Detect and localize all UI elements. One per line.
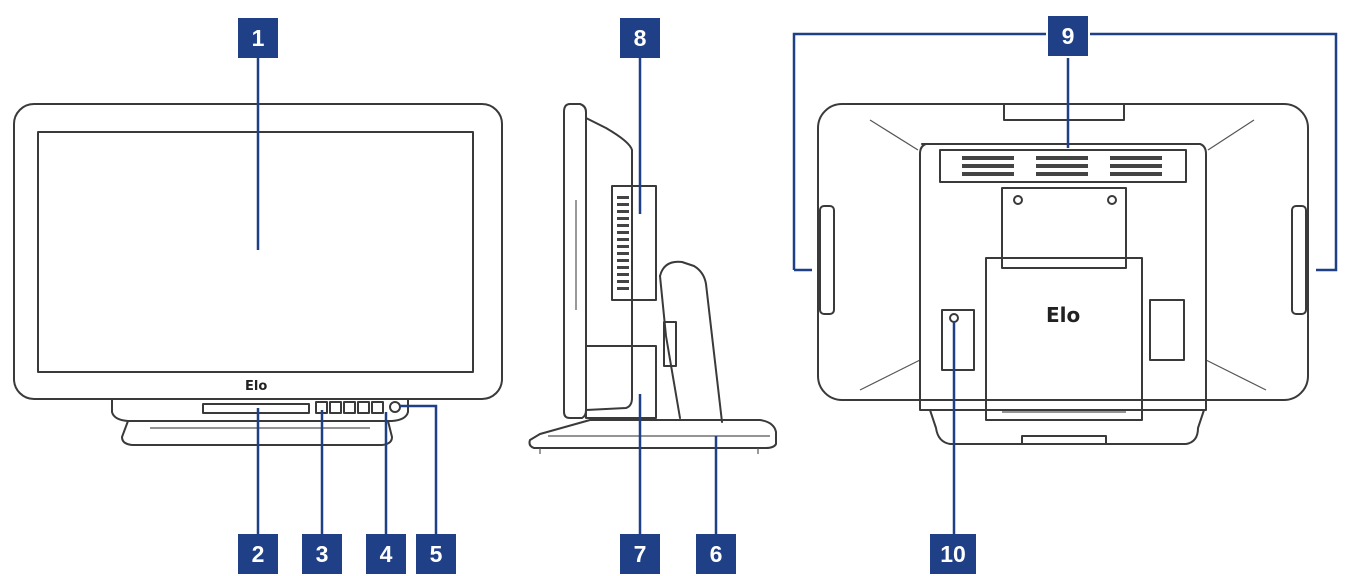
osd-button-row xyxy=(315,401,384,414)
callout-3: 3 xyxy=(302,534,342,574)
side-vent-module xyxy=(611,185,657,301)
side-vents xyxy=(617,196,629,290)
rear-port-right xyxy=(1149,299,1185,361)
callout-5: 5 xyxy=(416,534,456,574)
rear-port-left xyxy=(941,309,975,371)
leader-9-left xyxy=(792,32,1046,270)
rear-top-handle xyxy=(1003,103,1125,121)
rear-vent-strip xyxy=(939,149,1187,183)
rear-vents xyxy=(962,156,1162,176)
side-view xyxy=(528,103,777,454)
callout-9: 9 xyxy=(1048,16,1088,56)
callout-2: 2 xyxy=(238,534,278,574)
rear-base xyxy=(929,409,1205,445)
callout-8: 8 xyxy=(620,18,660,58)
power-button xyxy=(389,401,401,413)
osd-button xyxy=(329,401,342,414)
rear-central-body xyxy=(919,143,1207,411)
leader-9-right xyxy=(1090,32,1338,272)
stand-neck-front xyxy=(659,260,723,423)
callout-7: 7 xyxy=(620,534,660,574)
stand-neck-back xyxy=(659,275,681,419)
rear-view: Elo xyxy=(817,103,1309,445)
rear-grip-right xyxy=(1291,205,1307,315)
rear-stand-column xyxy=(985,257,1143,421)
front-base-top xyxy=(111,398,409,422)
osd-button xyxy=(343,401,356,414)
callout-10: 10 xyxy=(930,534,976,574)
side-base xyxy=(528,419,777,449)
osd-button xyxy=(371,401,384,414)
osd-button xyxy=(357,401,370,414)
callout-1: 1 xyxy=(238,18,278,58)
kensington-lock xyxy=(949,313,959,323)
vesa-plate xyxy=(1001,187,1127,269)
side-panel-back xyxy=(585,117,633,411)
front-logo: Elo xyxy=(245,379,267,394)
side-panel-front xyxy=(563,103,587,419)
rear-shell xyxy=(817,103,1309,401)
callout-6: 6 xyxy=(696,534,736,574)
front-screen xyxy=(37,131,474,373)
rear-grip-left xyxy=(819,205,835,315)
stand-hinge xyxy=(663,321,677,367)
callout-4: 4 xyxy=(366,534,406,574)
side-connector-block xyxy=(585,345,657,419)
rear-logo: Elo xyxy=(1046,303,1080,327)
leader-lines xyxy=(256,32,1338,536)
msr-slot xyxy=(202,403,310,414)
leader-5 xyxy=(400,404,438,536)
